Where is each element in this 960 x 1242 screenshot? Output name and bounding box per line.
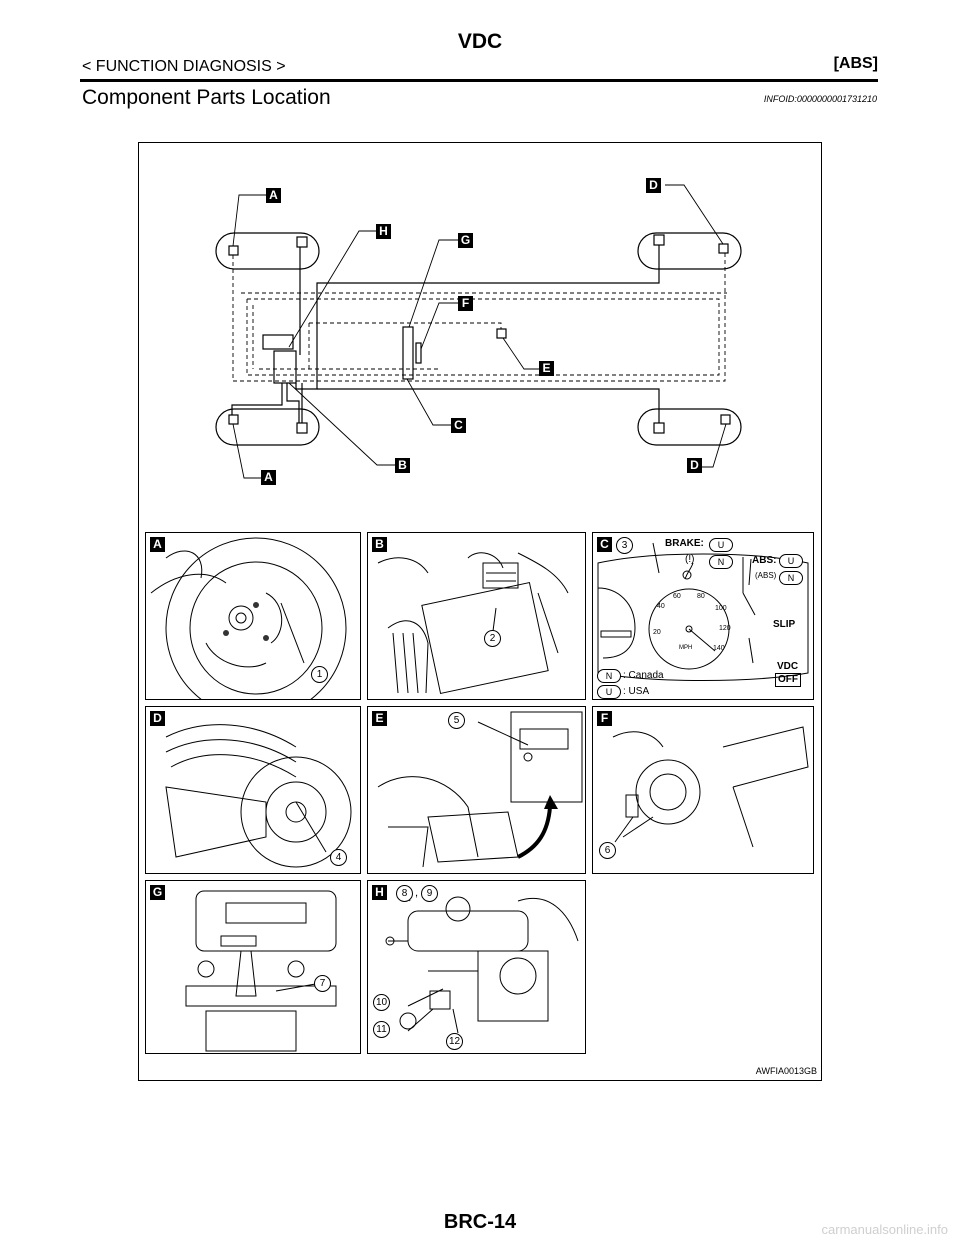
callout-8: 8 bbox=[396, 885, 413, 902]
callout-5: 5 bbox=[448, 712, 465, 729]
speed-tick-140: 140 bbox=[713, 645, 725, 652]
page-header-title: VDC bbox=[457, 30, 503, 53]
panel-h: H 8 , 9 10 11 12 bbox=[367, 880, 586, 1054]
callout-9: 9 bbox=[421, 885, 438, 902]
callout-11: 11 bbox=[373, 1021, 390, 1038]
figure-code: AWFIA0013GB bbox=[755, 1066, 817, 1076]
system-label: [ABS] bbox=[833, 55, 878, 72]
panel-d-tag: D bbox=[150, 711, 165, 726]
panel-b: B 2 bbox=[367, 532, 586, 700]
panel-b-tag: B bbox=[372, 537, 387, 552]
speed-tick-40: 40 bbox=[657, 603, 665, 610]
callout-1: 1 bbox=[311, 666, 328, 683]
callout-7: 7 bbox=[314, 975, 331, 992]
panel-c: C 3 BRAKE: U (!) N ABS: U (ABS) N SLIP V… bbox=[592, 532, 814, 700]
speed-tick-60: 60 bbox=[673, 593, 681, 600]
breadcrumb: < FUNCTION DIAGNOSIS > bbox=[82, 58, 286, 75]
wheel-rear-right bbox=[637, 408, 742, 446]
combination-meter-illustration bbox=[597, 542, 809, 681]
callout-2: 2 bbox=[484, 630, 501, 647]
actuator-illustration bbox=[377, 552, 569, 695]
callout-6: 6 bbox=[599, 842, 616, 859]
abs-n-pill: N bbox=[779, 571, 803, 585]
label-b: B bbox=[395, 458, 410, 473]
abs-lamp-icon: (ABS) bbox=[755, 571, 777, 580]
panel-f: F 6 bbox=[592, 706, 814, 874]
speed-tick-120: 120 bbox=[719, 625, 731, 632]
speed-tick-80: 80 bbox=[697, 593, 705, 600]
legend-n-pill: N bbox=[597, 669, 621, 683]
abs-u-pill: U bbox=[779, 554, 803, 568]
panel-e-tag: E bbox=[372, 711, 387, 726]
abs-label: ABS: bbox=[752, 555, 777, 566]
legend-usa: : USA bbox=[623, 686, 650, 697]
panel-a: A 1 bbox=[145, 532, 361, 700]
brake-label: BRAKE: bbox=[665, 538, 704, 549]
slip-label: SLIP bbox=[773, 619, 796, 630]
legend-canada: : Canada bbox=[623, 670, 664, 681]
component-location-figure: A D H G F E C B A D A 1 bbox=[138, 142, 822, 1081]
callout-3: 3 bbox=[616, 537, 633, 554]
mph-label: MPH bbox=[679, 645, 693, 651]
header-rule bbox=[80, 79, 878, 82]
chassis-diagram bbox=[215, 184, 742, 479]
panel-a-tag: A bbox=[150, 537, 165, 552]
wheel-rear-left bbox=[215, 408, 320, 446]
actuator-detail-illustration bbox=[385, 892, 579, 1034]
label-h: H bbox=[376, 224, 391, 239]
panel-e: E 5 bbox=[367, 706, 586, 874]
label-a-top: A bbox=[266, 188, 281, 203]
panel-g-tag: G bbox=[150, 885, 165, 900]
label-f: F bbox=[458, 296, 473, 311]
label-a-bottom: A bbox=[261, 470, 276, 485]
panel-g: G 7 bbox=[145, 880, 361, 1054]
wheel-front-left bbox=[215, 232, 320, 270]
wheel-front-right bbox=[637, 232, 742, 270]
panel-d: D 4 bbox=[145, 706, 361, 874]
callout-4: 4 bbox=[330, 849, 347, 866]
brake-u-pill: U bbox=[709, 538, 733, 552]
yaw-rate-sensor-illustration bbox=[377, 711, 583, 868]
vdc-label: VDC bbox=[777, 661, 799, 672]
label-c: C bbox=[451, 418, 466, 433]
legend-u-pill: U bbox=[597, 685, 621, 699]
front-wheel-sensor-illustration bbox=[150, 537, 347, 699]
callout-separator: , bbox=[415, 887, 419, 899]
callout-12: 12 bbox=[446, 1033, 463, 1050]
label-g: G bbox=[458, 233, 473, 248]
brake-n-pill: N bbox=[709, 555, 733, 569]
vdc-off-label: OFF bbox=[775, 673, 801, 687]
speed-tick-100: 100 bbox=[715, 605, 727, 612]
page-number: BRC-14 bbox=[443, 1211, 517, 1233]
watermark: carmanualsonline.info bbox=[821, 1222, 948, 1237]
speed-tick-20: 20 bbox=[653, 629, 661, 636]
info-id: INFOID:0000000001731210 bbox=[763, 94, 877, 104]
section-title: Component Parts Location bbox=[82, 86, 331, 109]
callout-10: 10 bbox=[373, 994, 390, 1011]
vdc-off-switch-illustration bbox=[185, 890, 337, 1052]
label-e: E bbox=[539, 361, 554, 376]
rear-wheel-sensor-illustration bbox=[165, 724, 352, 868]
panel-c-tag: C bbox=[597, 537, 612, 552]
panel-h-tag: H bbox=[372, 885, 387, 900]
brake-lamp-icon: (!) bbox=[685, 554, 695, 565]
label-d-bottom: D bbox=[687, 458, 702, 473]
panel-f-tag: F bbox=[597, 711, 612, 726]
steering-angle-sensor-illustration bbox=[612, 726, 809, 848]
label-d-top: D bbox=[646, 178, 661, 193]
